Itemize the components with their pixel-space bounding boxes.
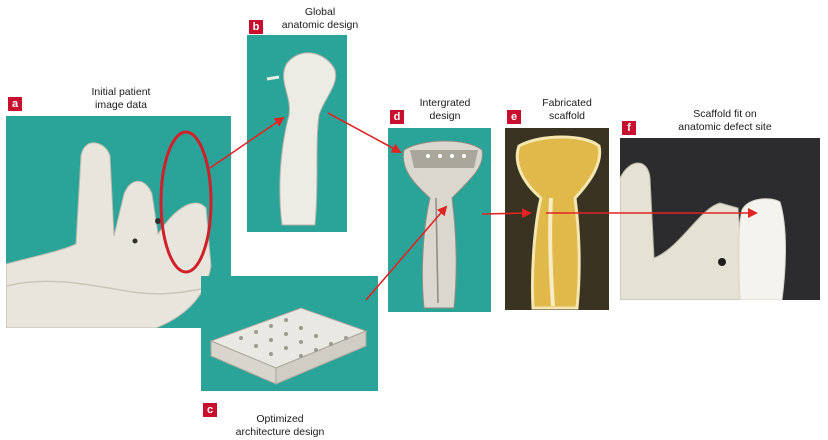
arrow-a-to-b [210,118,283,168]
arrow-b-to-d [328,113,400,152]
defect-region-ellipse [161,132,211,272]
arrow-c-to-d [366,207,446,300]
arrow-d-to-e [482,213,530,214]
